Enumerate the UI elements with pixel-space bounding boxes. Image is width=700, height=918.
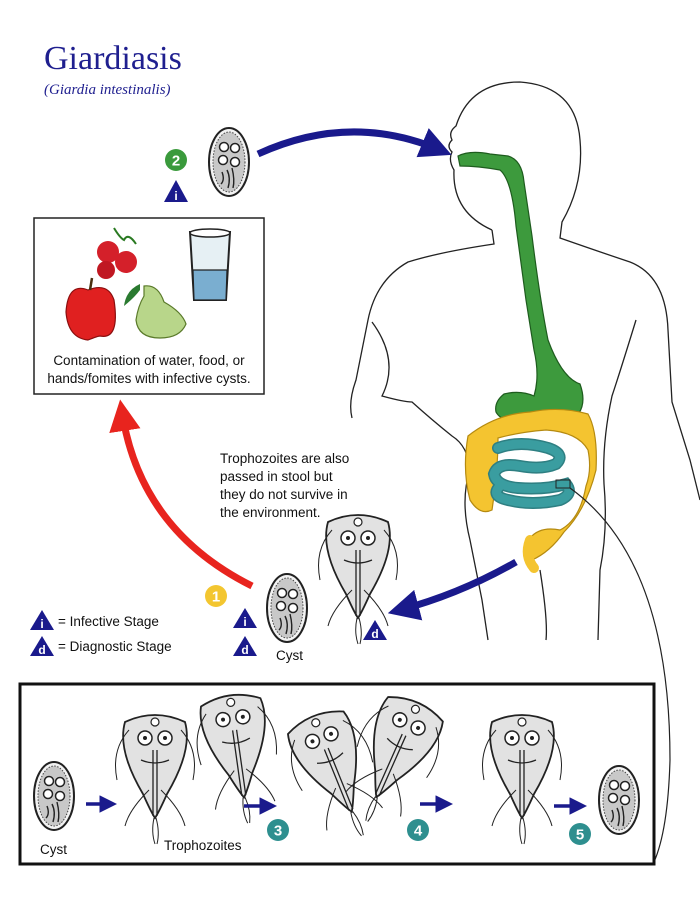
svg-text:i: i — [40, 617, 43, 631]
apple — [65, 277, 116, 341]
step-5-number: 5 — [576, 827, 584, 844]
trophozoites-label: Trophozoites — [164, 838, 242, 853]
svg-text:d: d — [371, 627, 378, 641]
svg-text:d: d — [241, 643, 248, 657]
infective-triangle-stool — [233, 608, 257, 628]
cyst-stool — [266, 573, 308, 643]
svg-text:i: i — [174, 189, 177, 203]
page-title: Giardiasis — [44, 40, 182, 77]
trophozoite-stool — [317, 514, 399, 645]
step-1-number: 1 — [212, 589, 220, 606]
digestive-tract — [457, 151, 597, 573]
step-2-badge — [165, 149, 187, 171]
diagnostic-triangle-stool — [233, 636, 257, 656]
diagnostic-triangle-troph — [363, 620, 387, 640]
cyst-bottom-start — [33, 761, 75, 831]
pear — [124, 284, 187, 339]
step-5-badge — [569, 823, 591, 845]
legend-diagnostic-label: = Diagnostic Stage — [58, 639, 172, 654]
arrow-to-environment — [109, 399, 254, 590]
step-4-badge — [407, 819, 429, 841]
step-3-number: 3 — [274, 823, 282, 840]
legend-diagnostic-icon — [30, 636, 54, 656]
step-3-badge — [267, 819, 289, 841]
human-silhouette — [350, 81, 700, 641]
legend-infective-icon — [30, 610, 54, 630]
raspberries — [97, 227, 137, 279]
cyst-label-bottom: Cyst — [40, 842, 67, 857]
step-1-badge — [205, 585, 227, 607]
contamination-caption: Contamination of water, food, or hands/f… — [47, 353, 251, 386]
legend-infective-label: = Infective Stage — [58, 614, 159, 629]
cyst-infective-top — [208, 127, 250, 197]
svg-text:i: i — [243, 615, 246, 629]
step-4-number: 4 — [414, 823, 423, 840]
cyst-label-top: Cyst — [276, 648, 303, 663]
arrow-to-mouth — [256, 128, 452, 158]
svg-text:d: d — [38, 643, 45, 657]
infective-triangle-top — [164, 180, 188, 202]
water-glass — [188, 228, 232, 301]
trophozoite-note: Trophozoites are also passed in stool bu… — [220, 451, 350, 520]
step-2-number: 2 — [172, 153, 180, 170]
page-subtitle: (Giardia intestinalis) — [44, 82, 171, 98]
magnification-line — [569, 487, 671, 863]
arrow-to-stool — [387, 558, 518, 621]
cyst-bottom-end — [598, 765, 640, 835]
